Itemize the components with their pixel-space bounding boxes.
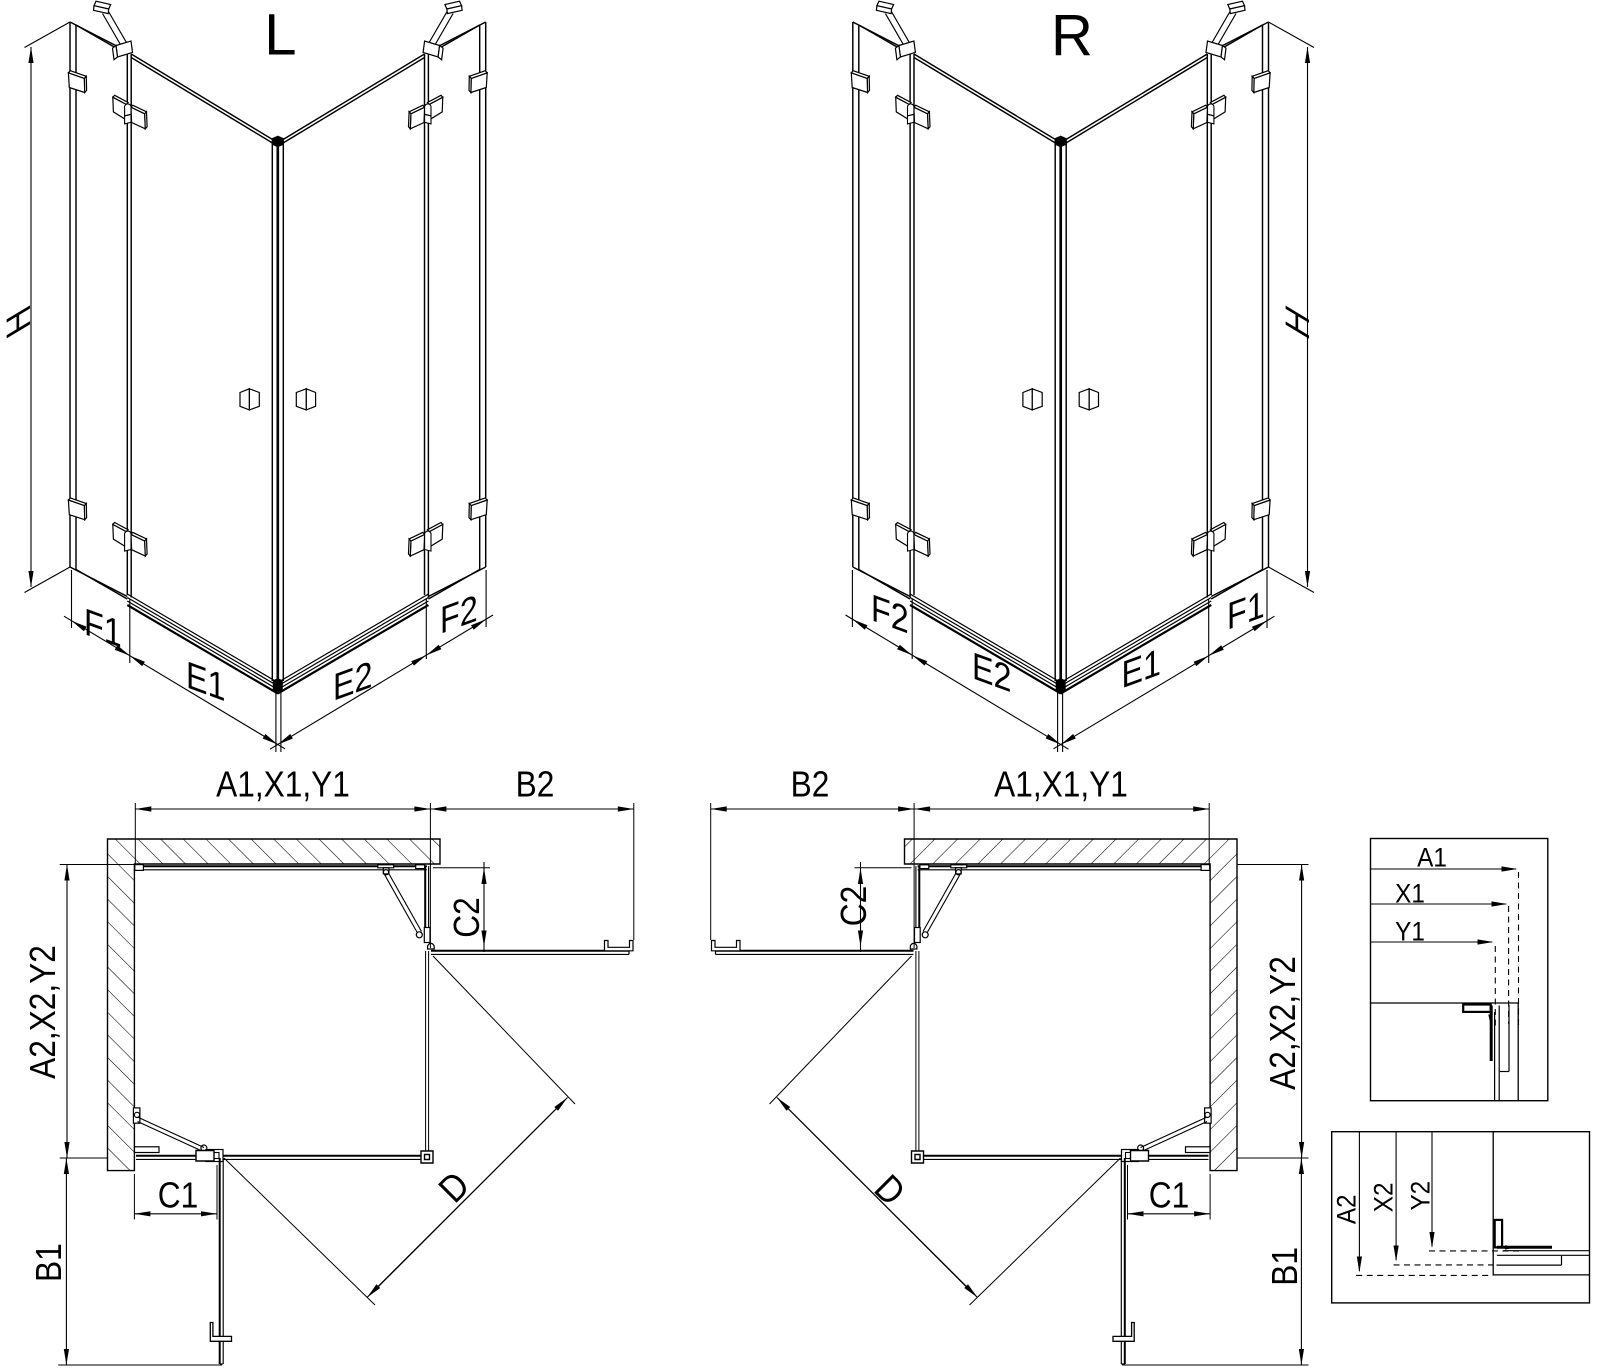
svg-text:B2: B2 — [791, 765, 830, 805]
svg-text:A1: A1 — [1417, 843, 1447, 872]
svg-text:A2,X2,Y2: A2,X2,Y2 — [1263, 956, 1303, 1090]
svg-text:A1,X1,Y1: A1,X1,Y1 — [216, 765, 350, 805]
svg-text:C1: C1 — [158, 1176, 198, 1216]
svg-text:B2: B2 — [516, 765, 555, 805]
svg-text:C1: C1 — [1149, 1176, 1189, 1216]
svg-text:Y1: Y1 — [1395, 917, 1425, 946]
svg-text:Y2: Y2 — [1406, 1181, 1435, 1211]
svg-text:X2: X2 — [1369, 1183, 1398, 1213]
svg-text:R: R — [1051, 3, 1093, 68]
svg-text:B1: B1 — [1265, 1247, 1305, 1286]
svg-text:A2: A2 — [1332, 1194, 1361, 1224]
svg-text:L: L — [264, 3, 296, 68]
svg-text:B1: B1 — [29, 1243, 69, 1282]
svg-text:C2: C2 — [447, 897, 487, 937]
svg-text:A1,X1,Y1: A1,X1,Y1 — [994, 765, 1128, 805]
svg-text:C2: C2 — [834, 886, 874, 926]
svg-text:A2,X2,Y2: A2,X2,Y2 — [23, 945, 63, 1079]
svg-text:X1: X1 — [1395, 879, 1425, 908]
